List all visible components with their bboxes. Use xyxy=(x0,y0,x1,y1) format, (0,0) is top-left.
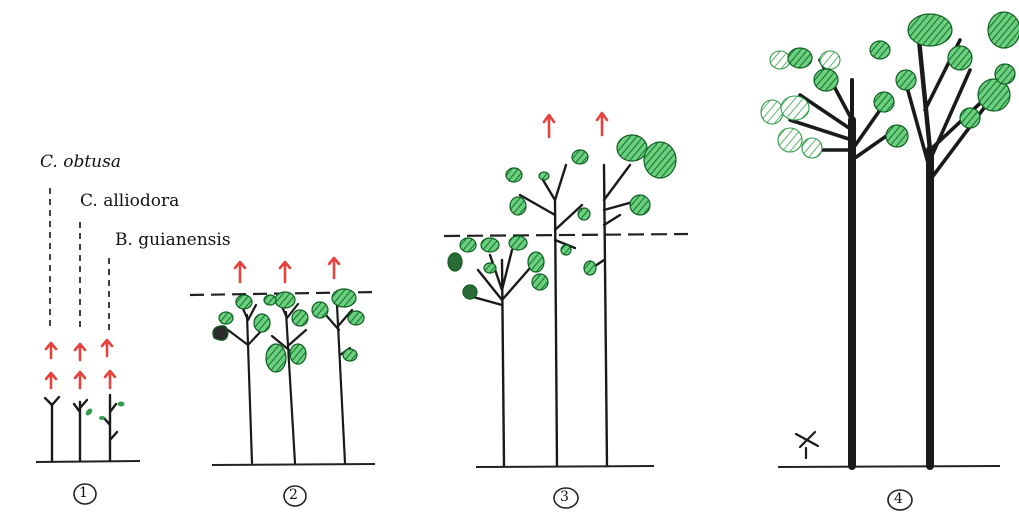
saplings xyxy=(43,393,119,463)
stage-number-4: 4 xyxy=(894,491,903,507)
stage-number-1: 1 xyxy=(79,485,88,501)
growth-arrows xyxy=(542,111,609,139)
stage-2 xyxy=(189,256,379,466)
foliage xyxy=(447,134,677,300)
species-label-guianensis: B. guianensis xyxy=(115,230,231,250)
sapling-leaves xyxy=(85,401,125,420)
growth-arrows xyxy=(44,338,117,390)
ground-line xyxy=(35,460,141,463)
stage-number-circles xyxy=(73,483,913,511)
foliage xyxy=(212,288,365,373)
foliage-light xyxy=(760,50,841,159)
ground-line xyxy=(211,463,376,466)
felled-stump xyxy=(794,430,820,460)
stage-number-3: 3 xyxy=(560,489,569,505)
stage-number-2: 2 xyxy=(289,487,298,503)
species-label-alliodora: C. alliodora xyxy=(80,191,180,211)
ground-line xyxy=(777,465,1001,468)
ground-line xyxy=(475,465,655,468)
stage-1 xyxy=(35,188,141,463)
stage-4 xyxy=(760,11,1019,470)
growth-arrows xyxy=(233,256,341,284)
stage-3 xyxy=(443,111,689,468)
foliage xyxy=(787,11,1019,148)
canopy-height-line xyxy=(443,232,689,238)
species-label-obtusa: C. obtusa xyxy=(40,152,121,172)
